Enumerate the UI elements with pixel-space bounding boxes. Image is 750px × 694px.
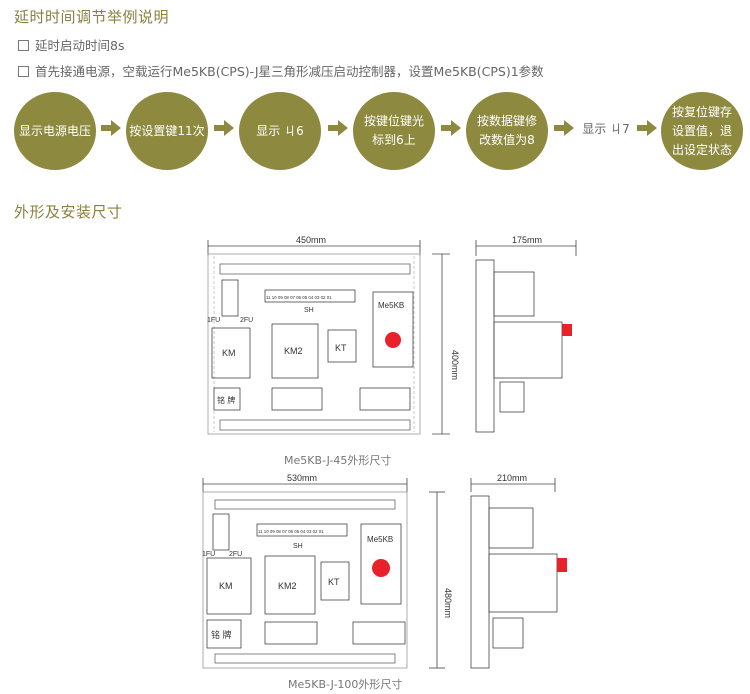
checkbox-square-icon (18, 40, 29, 51)
height-label: 400mm (450, 350, 460, 380)
red-button (385, 332, 401, 348)
2fu-label: 2FU (240, 317, 253, 324)
arrow-right-icon (554, 118, 574, 138)
step-label: 按设置键11次 (129, 123, 205, 138)
fuse-1fu (212, 513, 230, 551)
bottom-rail (214, 653, 396, 664)
terminal-block-bottom-right (352, 621, 406, 645)
terminal-block-bottom-right (359, 387, 411, 411)
step-reset-save: 按复位键存设置值，退出设定状态 (661, 92, 743, 170)
panel-outline (202, 491, 408, 669)
side-view-part-top (488, 507, 534, 549)
terminal-block-bottom-left (264, 621, 318, 645)
kt-label: KT (335, 343, 347, 353)
panel-outline (207, 253, 421, 435)
red-knob-side (557, 558, 567, 572)
terminal-numbers: 11 10 09 08 07 06 05 04 03 02 01 (258, 529, 324, 534)
arrow-right-icon (214, 118, 234, 138)
nameplate (206, 619, 242, 649)
step-label: 显示 ㄐ7 (582, 121, 630, 136)
width-label: 450mm (296, 235, 326, 245)
sh-label: SH (304, 307, 314, 314)
bullet-text: 延时启动时间8s (35, 38, 125, 53)
side-view-part-top (493, 271, 535, 317)
bullet-text: 首先接通电源，空载运行Me5KB(CPS)-J星三角形减压启动控制器，设置Me5… (35, 64, 544, 79)
side-view-base (475, 259, 495, 433)
km2-contactor (271, 323, 319, 379)
section-title-delay: 延时时间调节举例说明 (14, 8, 170, 26)
step-show-7: 显示 ㄐ7 (576, 118, 636, 140)
side-width-label: 175mm (512, 235, 542, 245)
terminal-numbers: 11 10 09 08 07 06 05 04 03 02 01 (266, 295, 332, 300)
terminal-block-bottom-left (271, 387, 323, 411)
caption-45: Me5KB-J-45外形尺寸 (284, 454, 392, 467)
top-rail (214, 499, 396, 510)
2fu-label: 2FU (229, 551, 242, 558)
checkbox-square-icon (18, 66, 29, 77)
step-label: 显示电源电压 (18, 123, 91, 138)
kt-label: KT (328, 577, 340, 587)
front-view-diagram-45: 450mm 175mm 400mm 11 10 09 08 07 06 05 0… (207, 235, 577, 435)
step-label: 显示 ㄐ6 (256, 123, 304, 138)
step-modify: 按数据键修改数值为8 (466, 92, 548, 170)
step-label: 按数据键修改数值为8 (476, 114, 537, 147)
width-label: 530mm (287, 473, 317, 483)
me5kb-controller (360, 523, 402, 605)
step-show-voltage: 显示电源电压 (14, 92, 96, 170)
nameplate-label: 铭 牌 (211, 629, 232, 640)
me5kb-label: Me5KB (378, 301, 404, 310)
bullet-power-on: 首先接通电源，空载运行Me5KB(CPS)-J星三角形减压启动控制器，设置Me5… (18, 61, 544, 80)
front-view-diagram-100: 530mm 210mm 480mm 11 10 09 08 07 06 05 0… (202, 473, 567, 669)
terminal-strip-sh (256, 523, 348, 537)
arrow-right-icon (637, 118, 657, 138)
side-view-part-bottom (499, 381, 525, 413)
side-view-part-mid (493, 321, 563, 379)
km-contactor (206, 557, 252, 615)
step-cursor: 按键位键光标到6上 (353, 92, 435, 170)
kt-relay (320, 561, 350, 601)
nameplate (213, 387, 241, 411)
km2-contactor (264, 555, 316, 615)
side-width-label: 210mm (497, 473, 527, 483)
arrow-right-icon (441, 118, 461, 138)
red-knob-side (562, 324, 572, 336)
kt-relay (327, 329, 357, 363)
red-button (372, 559, 390, 577)
terminal-strip-sh (264, 289, 356, 303)
caption-100: Me5KB-J-100外形尺寸 (288, 678, 403, 691)
arrow-right-icon (328, 118, 348, 138)
side-view-part-bottom (492, 617, 524, 649)
km-label: KM (219, 581, 233, 591)
bottom-rail (219, 419, 411, 431)
km-contactor (211, 327, 251, 379)
me5kb-label: Me5KB (367, 535, 393, 544)
step-show-6: 显示 ㄐ6 (239, 92, 321, 170)
arrow-right-icon (101, 118, 121, 138)
top-rail (219, 263, 411, 275)
sh-label: SH (293, 543, 303, 550)
km2-label: KM2 (278, 581, 297, 591)
height-label: 480mm (443, 588, 453, 618)
bullet-delay-time: 延时启动时间8s (18, 35, 124, 54)
step-label: 按复位键存设置值，退出设定状态 (671, 104, 732, 157)
1fu-label: 1FU (202, 551, 215, 558)
me5kb-controller (372, 291, 414, 368)
section-title-dimensions: 外形及安装尺寸 (14, 203, 123, 221)
side-view-part-mid (488, 553, 558, 613)
km2-label: KM2 (284, 346, 303, 356)
fuse-1fu (221, 279, 239, 317)
km-label: KM (222, 348, 236, 358)
step-label: 按键位键光标到6上 (363, 114, 424, 147)
1fu-label: 1FU (207, 317, 220, 324)
step-press-set: 按设置键11次 (126, 92, 208, 170)
nameplate-label: 铭 牌 (217, 395, 235, 405)
side-view-base (470, 495, 490, 669)
